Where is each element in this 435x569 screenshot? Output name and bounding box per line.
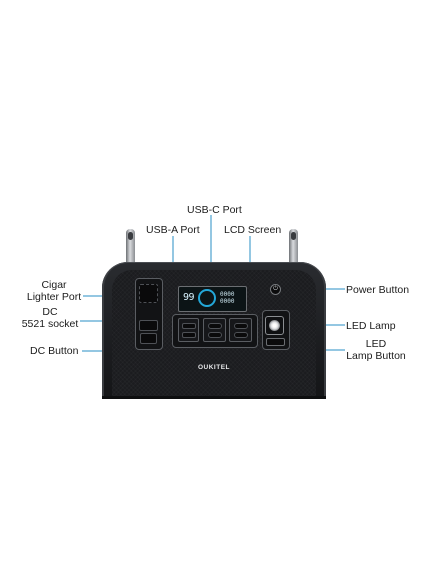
dc-button[interactable] bbox=[140, 333, 157, 344]
dc-5521-socket-label: DC 5521 socket bbox=[21, 306, 79, 330]
usb-c-port-3 bbox=[234, 323, 248, 329]
led-lamp-button-label: LED Lamp Button bbox=[346, 338, 406, 362]
usb-c-port-group-1 bbox=[203, 318, 226, 342]
led-lamp-label: LED Lamp bbox=[346, 320, 396, 332]
brand-logo: OUKITEL bbox=[197, 364, 231, 371]
power-button-label: Power Button bbox=[346, 284, 410, 296]
power-icon: ⏻ bbox=[273, 286, 278, 292]
lcd-screen-label: LCD Screen bbox=[224, 224, 282, 236]
lcd-battery-ring bbox=[198, 289, 216, 307]
usb-c-port-label: USB-C Port bbox=[187, 204, 242, 216]
right-handle bbox=[289, 229, 298, 263]
usb-a-port-2 bbox=[182, 332, 196, 338]
led-lamp bbox=[265, 316, 284, 335]
dc-button-label: DC Button bbox=[30, 345, 79, 357]
led-lamp-button[interactable] bbox=[266, 338, 285, 346]
cigar-lighter-port-label: Cigar Lighter Port bbox=[26, 279, 82, 303]
usb-c-port-group-2 bbox=[229, 318, 252, 342]
usb-a-port-group bbox=[178, 318, 199, 342]
usb-a-port-label: USB-A Port bbox=[146, 224, 200, 236]
usb-c-port-4 bbox=[234, 332, 248, 338]
dc-5521-socket bbox=[139, 320, 158, 331]
usb-a-port-1 bbox=[182, 323, 196, 329]
lcd-screen: 99 0000 0000 bbox=[178, 286, 247, 312]
usb-c-port-1 bbox=[208, 323, 222, 329]
cigar-lighter-port bbox=[139, 284, 158, 303]
usb-c-port-2 bbox=[208, 332, 222, 338]
left-handle bbox=[126, 229, 135, 263]
power-button[interactable]: ⏻ bbox=[270, 284, 281, 295]
lcd-readouts: 0000 0000 bbox=[220, 291, 235, 305]
lcd-battery-value: 99 bbox=[183, 292, 195, 303]
device-bottom-edge bbox=[102, 396, 326, 399]
